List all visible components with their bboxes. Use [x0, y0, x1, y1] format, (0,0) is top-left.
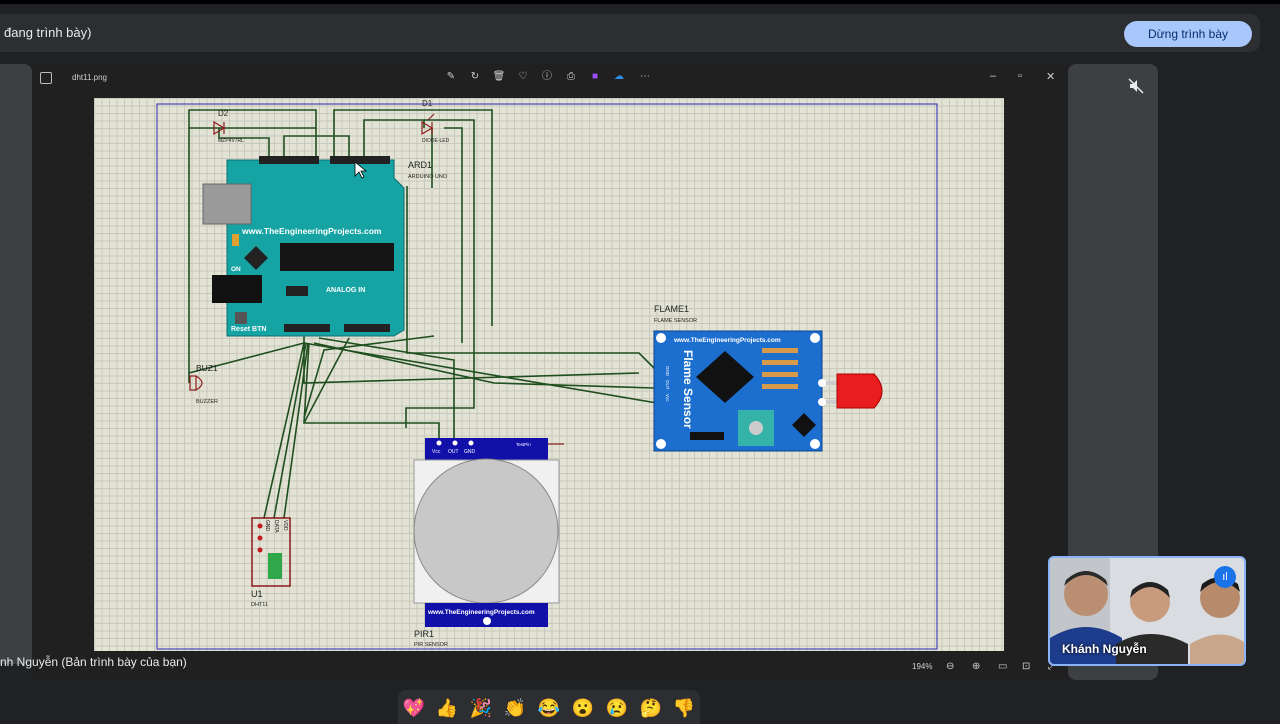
presenter-name-label: nh Nguyễn (Bản trình bày của bạn): [0, 655, 187, 669]
d1-value: DIODE-LED: [422, 138, 450, 144]
presentation-banner: đang trình bày) Dừng trình bày: [0, 14, 1260, 52]
flame-pin-out: OUT: [665, 380, 670, 390]
pir-pin-gnd: GND: [464, 449, 476, 455]
delete-icon[interactable]: 🗑: [492, 71, 506, 82]
fit-window-icon[interactable]: ▭: [998, 661, 1008, 672]
clipchamp-icon[interactable]: ■: [591, 71, 599, 82]
pir-pin-out: OUT: [448, 449, 459, 455]
speaking-indicator-icon: ıl: [1214, 566, 1236, 588]
reaction-thumbs-up[interactable]: 👍: [435, 698, 459, 718]
viewer-status-bar: 194% ⊖ ⊕ ▭ ⊡ ⤢: [32, 660, 1068, 678]
mouse-cursor: [354, 161, 368, 179]
muted-speaker-icon: [1128, 78, 1144, 94]
flame-title: Flame Sensor: [681, 350, 695, 429]
dht-pin-vdd: VDD: [282, 520, 288, 531]
photos-app-icon: [40, 72, 52, 84]
arduino-website: www.TheEngineeringProjects.com: [241, 226, 382, 236]
zoom-level: 194%: [912, 662, 933, 671]
more-icon[interactable]: ⋯: [640, 71, 650, 82]
dht11-sensor-u1: GND DATA VDD U1 DHT11: [251, 517, 291, 608]
flame-value: FLAME SENSOR: [654, 318, 697, 324]
wires: [188, 109, 658, 519]
schematic-drawing: D2 MZP4V7RL D1 DIODE-LED: [156, 99, 938, 650]
top-strip: [0, 0, 1280, 4]
photo-viewer-window: dht11.png ✎ ↻ 🗑 ♡ ⓘ ⎙ ■ ☁ ⋯ – ▫ ✕: [32, 64, 1068, 680]
flame-sensor-module: FLAME1 FLAME SENSOR www.TheEngineeringPr…: [653, 304, 883, 452]
arduino-on-label: ON: [231, 266, 241, 273]
participant-video: [1050, 558, 1244, 664]
reaction-surprised[interactable]: 😮: [571, 698, 595, 718]
flame-website: www.TheEngineeringProjects.com: [673, 337, 781, 344]
reaction-heart[interactable]: 💖: [402, 698, 426, 718]
flame-pin-gnd: GND: [665, 366, 670, 377]
zoom-in-icon[interactable]: ⊕: [972, 661, 981, 672]
ard-value: ARDUINO UNO: [408, 174, 448, 180]
dht-pin-data: DATA: [273, 520, 279, 533]
favorite-icon[interactable]: ♡: [518, 71, 528, 82]
zoom-out-icon[interactable]: ⊖: [946, 661, 955, 672]
dht-pin-gnd: GND: [264, 520, 270, 532]
reaction-thumbs-down[interactable]: 👎: [672, 698, 696, 718]
info-icon[interactable]: ⓘ: [542, 71, 552, 82]
d2-value: MZP4V7RL: [218, 138, 244, 144]
edit-icon[interactable]: ✎: [446, 71, 456, 82]
arduino-analog-label: ANALOG IN: [326, 287, 365, 294]
schematic-image: D2 MZP4V7RL D1 DIODE-LED: [94, 98, 1004, 651]
pir-value: PIR SENSOR: [414, 642, 448, 648]
reaction-party[interactable]: 🎉: [469, 698, 493, 718]
reaction-clap[interactable]: 👏: [503, 698, 527, 718]
print-icon[interactable]: ⎙: [567, 71, 575, 82]
u1-value: DHT11: [251, 602, 268, 608]
reaction-laugh[interactable]: 😂: [537, 698, 561, 718]
arduino-board: www.TheEngineeringProjects.com ON ANALOG…: [202, 156, 448, 337]
self-name: Khánh Nguyễn: [1062, 642, 1147, 656]
buz-ref: BUZ1: [196, 363, 218, 373]
flame-pin-vcc: Vcc: [665, 394, 670, 402]
arduino-reset-label: Reset BTN: [231, 326, 266, 333]
left-participant-tile: [0, 64, 32, 664]
pir-testpin: TestPin: [516, 442, 531, 447]
rotate-icon[interactable]: ↻: [470, 71, 480, 82]
actual-size-icon[interactable]: ⊡: [1022, 661, 1031, 672]
reaction-bar: 💖 👍 🎉 👏 😂 😮 😢 🤔 👎: [398, 690, 700, 724]
reaction-sad[interactable]: 😢: [605, 698, 629, 718]
minimize-icon[interactable]: –: [990, 70, 997, 82]
self-video-tile[interactable]: ıl Khánh Nguyễn: [1048, 556, 1246, 666]
pir-sensor-module: Vcc OUT GND TestPin www.TheEngineeringPr…: [413, 438, 564, 648]
flame-ref: FLAME1: [654, 304, 689, 314]
zener-diode-d2: D2 MZP4V7RL: [213, 109, 244, 144]
reaction-thinking[interactable]: 🤔: [639, 698, 663, 718]
buzzer-buz1: BUZ1 BUZZER: [189, 363, 218, 405]
u1-ref: U1: [251, 589, 263, 599]
pir-website: www.TheEngineeringProjects.com: [427, 609, 535, 616]
stop-presenting-button[interactable]: Dừng trình bày: [1124, 21, 1252, 47]
viewer-toolbar: dht11.png ✎ ↻ 🗑 ♡ ⓘ ⎙ ■ ☁ ⋯ – ▫ ✕: [32, 64, 1068, 92]
pir-ref: PIR1: [414, 629, 434, 639]
ard-ref: ARD1: [408, 160, 432, 170]
maximize-icon[interactable]: ▫: [1018, 70, 1022, 82]
sheet-border: [156, 103, 938, 650]
presentation-status-text: đang trình bày): [4, 25, 92, 40]
close-icon[interactable]: ✕: [1046, 71, 1056, 83]
d1-ref: D1: [422, 99, 433, 108]
file-name: dht11.png: [72, 73, 107, 82]
buz-value: BUZZER: [196, 399, 218, 405]
d2-ref: D2: [218, 109, 229, 118]
fullscreen-icon[interactable]: ⤢: [1048, 661, 1056, 672]
pir-pin-vcc: Vcc: [432, 449, 441, 455]
led-d1: D1 DIODE-LED: [421, 99, 450, 144]
onedrive-icon[interactable]: ☁: [614, 71, 624, 82]
